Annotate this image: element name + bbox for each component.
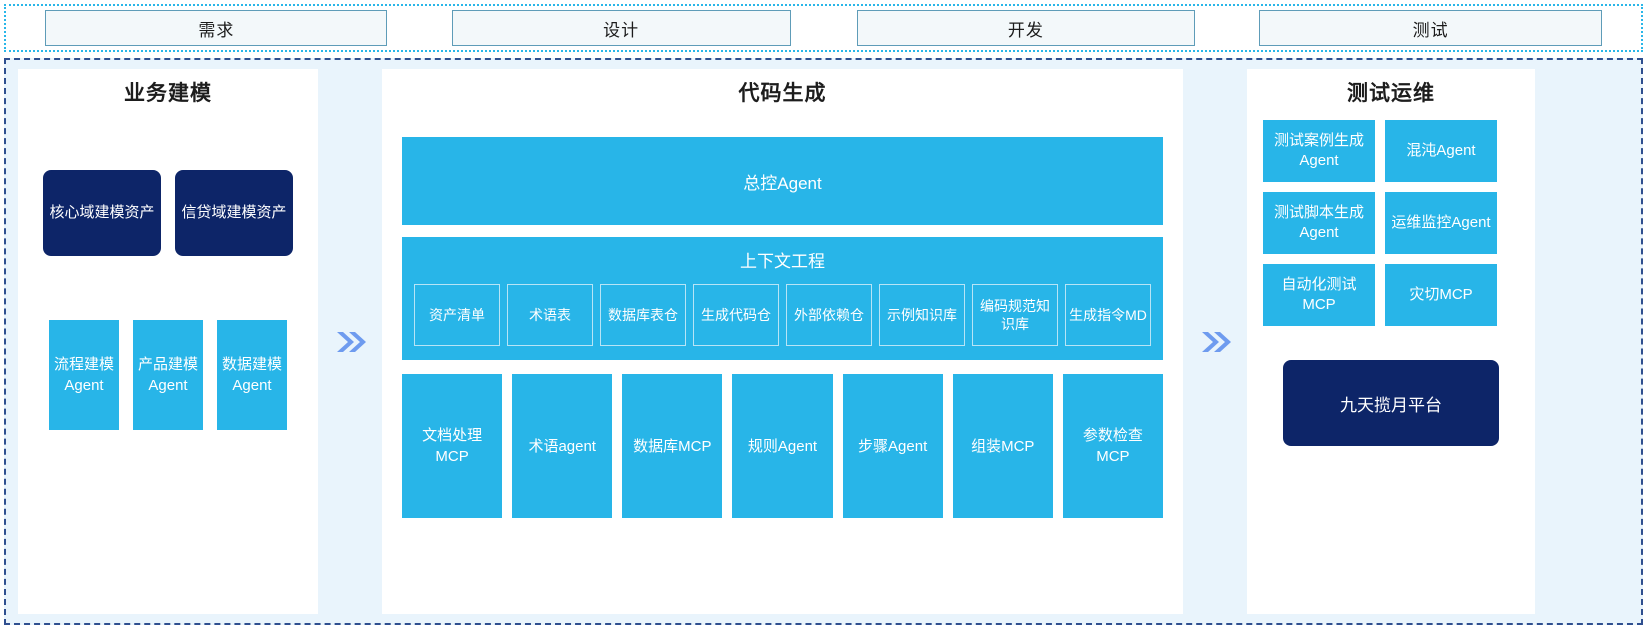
panel-business-modeling: 业务建模 核心域建模资产 信贷域建模资产 流程建模Agent 产品建模Agent… [18,69,318,614]
code-generation-tool-grid: 文档处理MCP 术语agent 数据库MCP 规则Agent 步骤Agent 组… [402,374,1163,519]
phase-strip: 需求 设计 开发 测试 [4,4,1643,52]
card-chaos-agent[interactable]: 混沌Agent [1385,120,1497,183]
agent-card-product-modeling[interactable]: 产品建模Agent [133,320,203,431]
phase-box-development[interactable]: 开发 [856,10,1195,46]
context-item-db-table-repo[interactable]: 数据库表仓 [600,284,686,347]
card-test-case-generation-agent[interactable]: 测试案例生成Agent [1263,120,1375,183]
panel-test-ops: 测试运维 测试案例生成Agent 混沌Agent 测试脚本生成Agent 运维监… [1247,69,1535,614]
context-item-generated-code-repo[interactable]: 生成代码仓 [693,284,779,347]
test-ops-card-grid: 测试案例生成Agent 混沌Agent 测试脚本生成Agent 运维监控Agen… [1263,120,1519,327]
business-asset-row: 核心域建模资产 信贷域建模资产 [18,170,318,257]
master-agent-band[interactable]: 总控Agent [402,137,1163,226]
agent-card-data-modeling[interactable]: 数据建模Agent [217,320,287,431]
chevron-double-right-icon [337,331,366,352]
card-ops-monitoring-agent[interactable]: 运维监控Agent [1385,192,1497,255]
main-stage: 业务建模 核心域建模资产 信贷域建模资产 流程建模Agent 产品建模Agent… [4,58,1643,625]
card-automated-test-mcp[interactable]: 自动化测试MCP [1263,264,1375,327]
context-item-grid: 资产清单 术语表 数据库表仓 生成代码仓 外部依赖仓 示例知识库 编码规范知识库… [414,284,1151,347]
context-item-generation-instruction-md[interactable]: 生成指令MD [1065,284,1151,347]
tool-card-database-mcp[interactable]: 数据库MCP [622,374,723,519]
asset-card-credit-domain[interactable]: 信贷域建模资产 [175,170,293,257]
context-item-coding-standard-knowledge-base[interactable]: 编码规范知识库 [972,284,1058,347]
phase-box-testing[interactable]: 测试 [1259,10,1603,46]
panel-code-generation: 代码生成 总控Agent 上下文工程 资产清单 术语表 数据库表仓 生成代码仓 … [382,69,1183,614]
phase-slot: 测试 [1228,10,1633,46]
tool-card-step-agent[interactable]: 步骤Agent [842,374,943,519]
panel-title-code-generation: 代码生成 [738,82,827,105]
context-item-example-knowledge-base[interactable]: 示例知识库 [879,284,965,347]
phase-box-design[interactable]: 设计 [451,10,791,46]
tool-card-glossary-agent[interactable]: 术语agent [512,374,613,519]
context-item-asset-list[interactable]: 资产清单 [414,284,500,347]
agent-card-process-modeling[interactable]: 流程建模Agent [49,320,119,431]
tool-card-document-processing-mcp[interactable]: 文档处理MCP [402,374,503,519]
phase-box-requirements[interactable]: 需求 [45,10,388,46]
tool-card-parameter-check-mcp[interactable]: 参数检查MCP [1062,374,1163,519]
context-item-glossary[interactable]: 术语表 [507,284,593,347]
card-disaster-switch-mcp[interactable]: 灾切MCP [1385,264,1497,327]
context-engineering-title: 上下文工程 [740,252,825,272]
tool-card-rule-agent[interactable]: 规则Agent [732,374,833,519]
phase-slot: 需求 [14,10,419,46]
business-agent-row: 流程建模Agent 产品建模Agent 数据建模Agent [18,320,318,431]
panel-title-business-modeling: 业务建模 [124,82,212,105]
panel-title-test-ops: 测试运维 [1347,82,1435,105]
platform-card-jiutian-lanyue[interactable]: 九天揽月平台 [1283,360,1499,447]
asset-card-core-domain[interactable]: 核心域建模资产 [43,170,161,257]
context-engineering-band: 上下文工程 资产清单 术语表 数据库表仓 生成代码仓 外部依赖仓 示例知识库 编… [402,237,1163,361]
card-test-script-generation-agent[interactable]: 测试脚本生成Agent [1263,192,1375,255]
connector-left [318,69,382,614]
context-item-external-dependency-repo[interactable]: 外部依赖仓 [786,284,872,347]
connector-right [1183,69,1247,614]
tool-card-assembly-mcp[interactable]: 组装MCP [952,374,1053,519]
chevron-double-right-icon [1202,331,1231,352]
phase-slot: 设计 [419,10,824,46]
phase-slot: 开发 [824,10,1229,46]
